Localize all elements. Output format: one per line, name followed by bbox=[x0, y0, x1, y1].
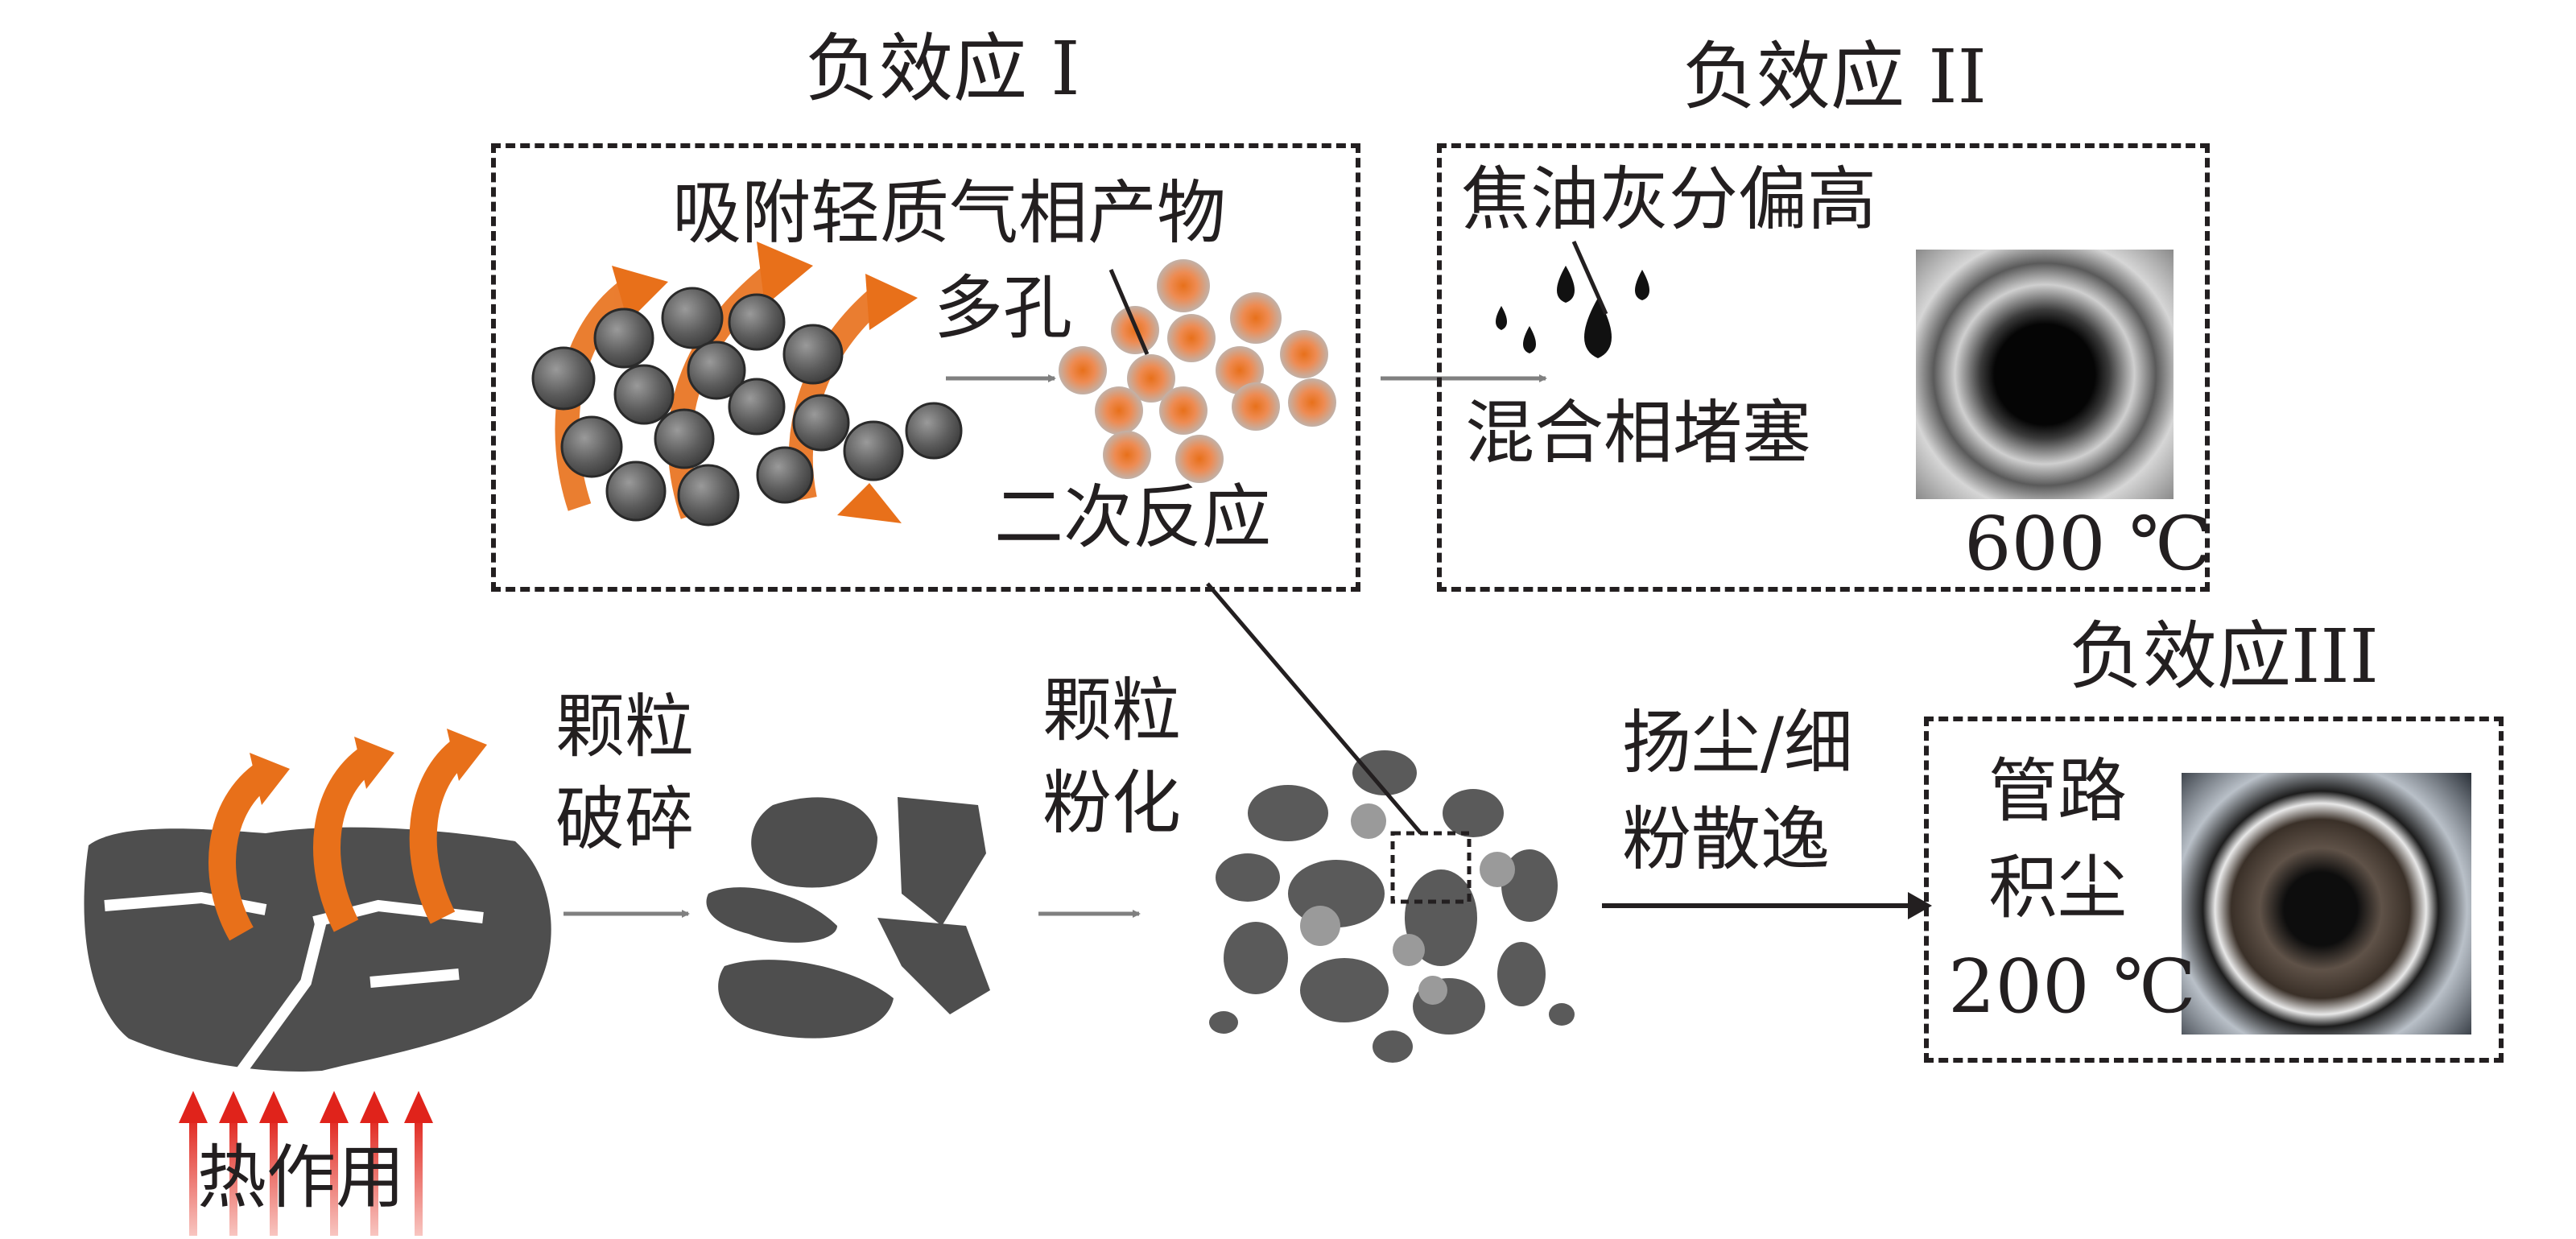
dust-label: 积尘 bbox=[1988, 848, 2127, 928]
dust-escape-label-2: 粉散逸 bbox=[1622, 799, 1830, 880]
temp-200-label: 200 ℃ bbox=[1948, 944, 2196, 1030]
porous-particles bbox=[1059, 259, 1336, 483]
gray-particles bbox=[531, 287, 963, 527]
break-label-1: 颗粒 bbox=[555, 687, 694, 767]
heat-flow-arrows bbox=[208, 737, 472, 941]
effect2-title: 负效应 II bbox=[1682, 34, 1987, 120]
broken-particles bbox=[706, 797, 990, 1039]
porous-pointer bbox=[1108, 269, 1150, 355]
gray-particle-cluster bbox=[531, 242, 963, 527]
adsorb-label: 吸附轻质气相产物 bbox=[672, 173, 1226, 254]
porous-label: 多孔 bbox=[934, 268, 1072, 349]
heat-arrows bbox=[179, 1091, 433, 1236]
mixed-phase-label: 混合相堵塞 bbox=[1465, 393, 1811, 473]
temp-600-label: 600 ℃ bbox=[1964, 501, 2212, 587]
tar-pointer bbox=[1571, 240, 1608, 316]
dust-escape-label-1: 扬尘/细 bbox=[1622, 703, 1853, 783]
pulverized-particles bbox=[1209, 750, 1575, 1063]
pulverize-label-2: 粉化 bbox=[1042, 763, 1181, 844]
zoom-box bbox=[1390, 831, 1472, 904]
pipe-label: 管路 bbox=[1988, 751, 2127, 832]
effect1-box bbox=[491, 143, 1360, 592]
pipe-photo-200 bbox=[2182, 773, 2471, 1035]
effect1-title: 负效应 I bbox=[805, 26, 1080, 112]
effect2-box bbox=[1437, 143, 2210, 592]
zoom-leader-line bbox=[1206, 582, 1422, 835]
pipe-photo-600 bbox=[1916, 250, 2174, 499]
effect3-title: 负效应III bbox=[2069, 613, 2380, 700]
heat-label: 热作用 bbox=[197, 1138, 405, 1218]
break-label-2: 破碎 bbox=[555, 779, 694, 860]
secondary-reaction-label: 二次反应 bbox=[994, 477, 1271, 558]
tar-ash-label: 焦油灰分偏高 bbox=[1461, 159, 1876, 240]
effect3-box bbox=[1924, 717, 2504, 1063]
pulverize-label-1: 颗粒 bbox=[1042, 671, 1181, 751]
